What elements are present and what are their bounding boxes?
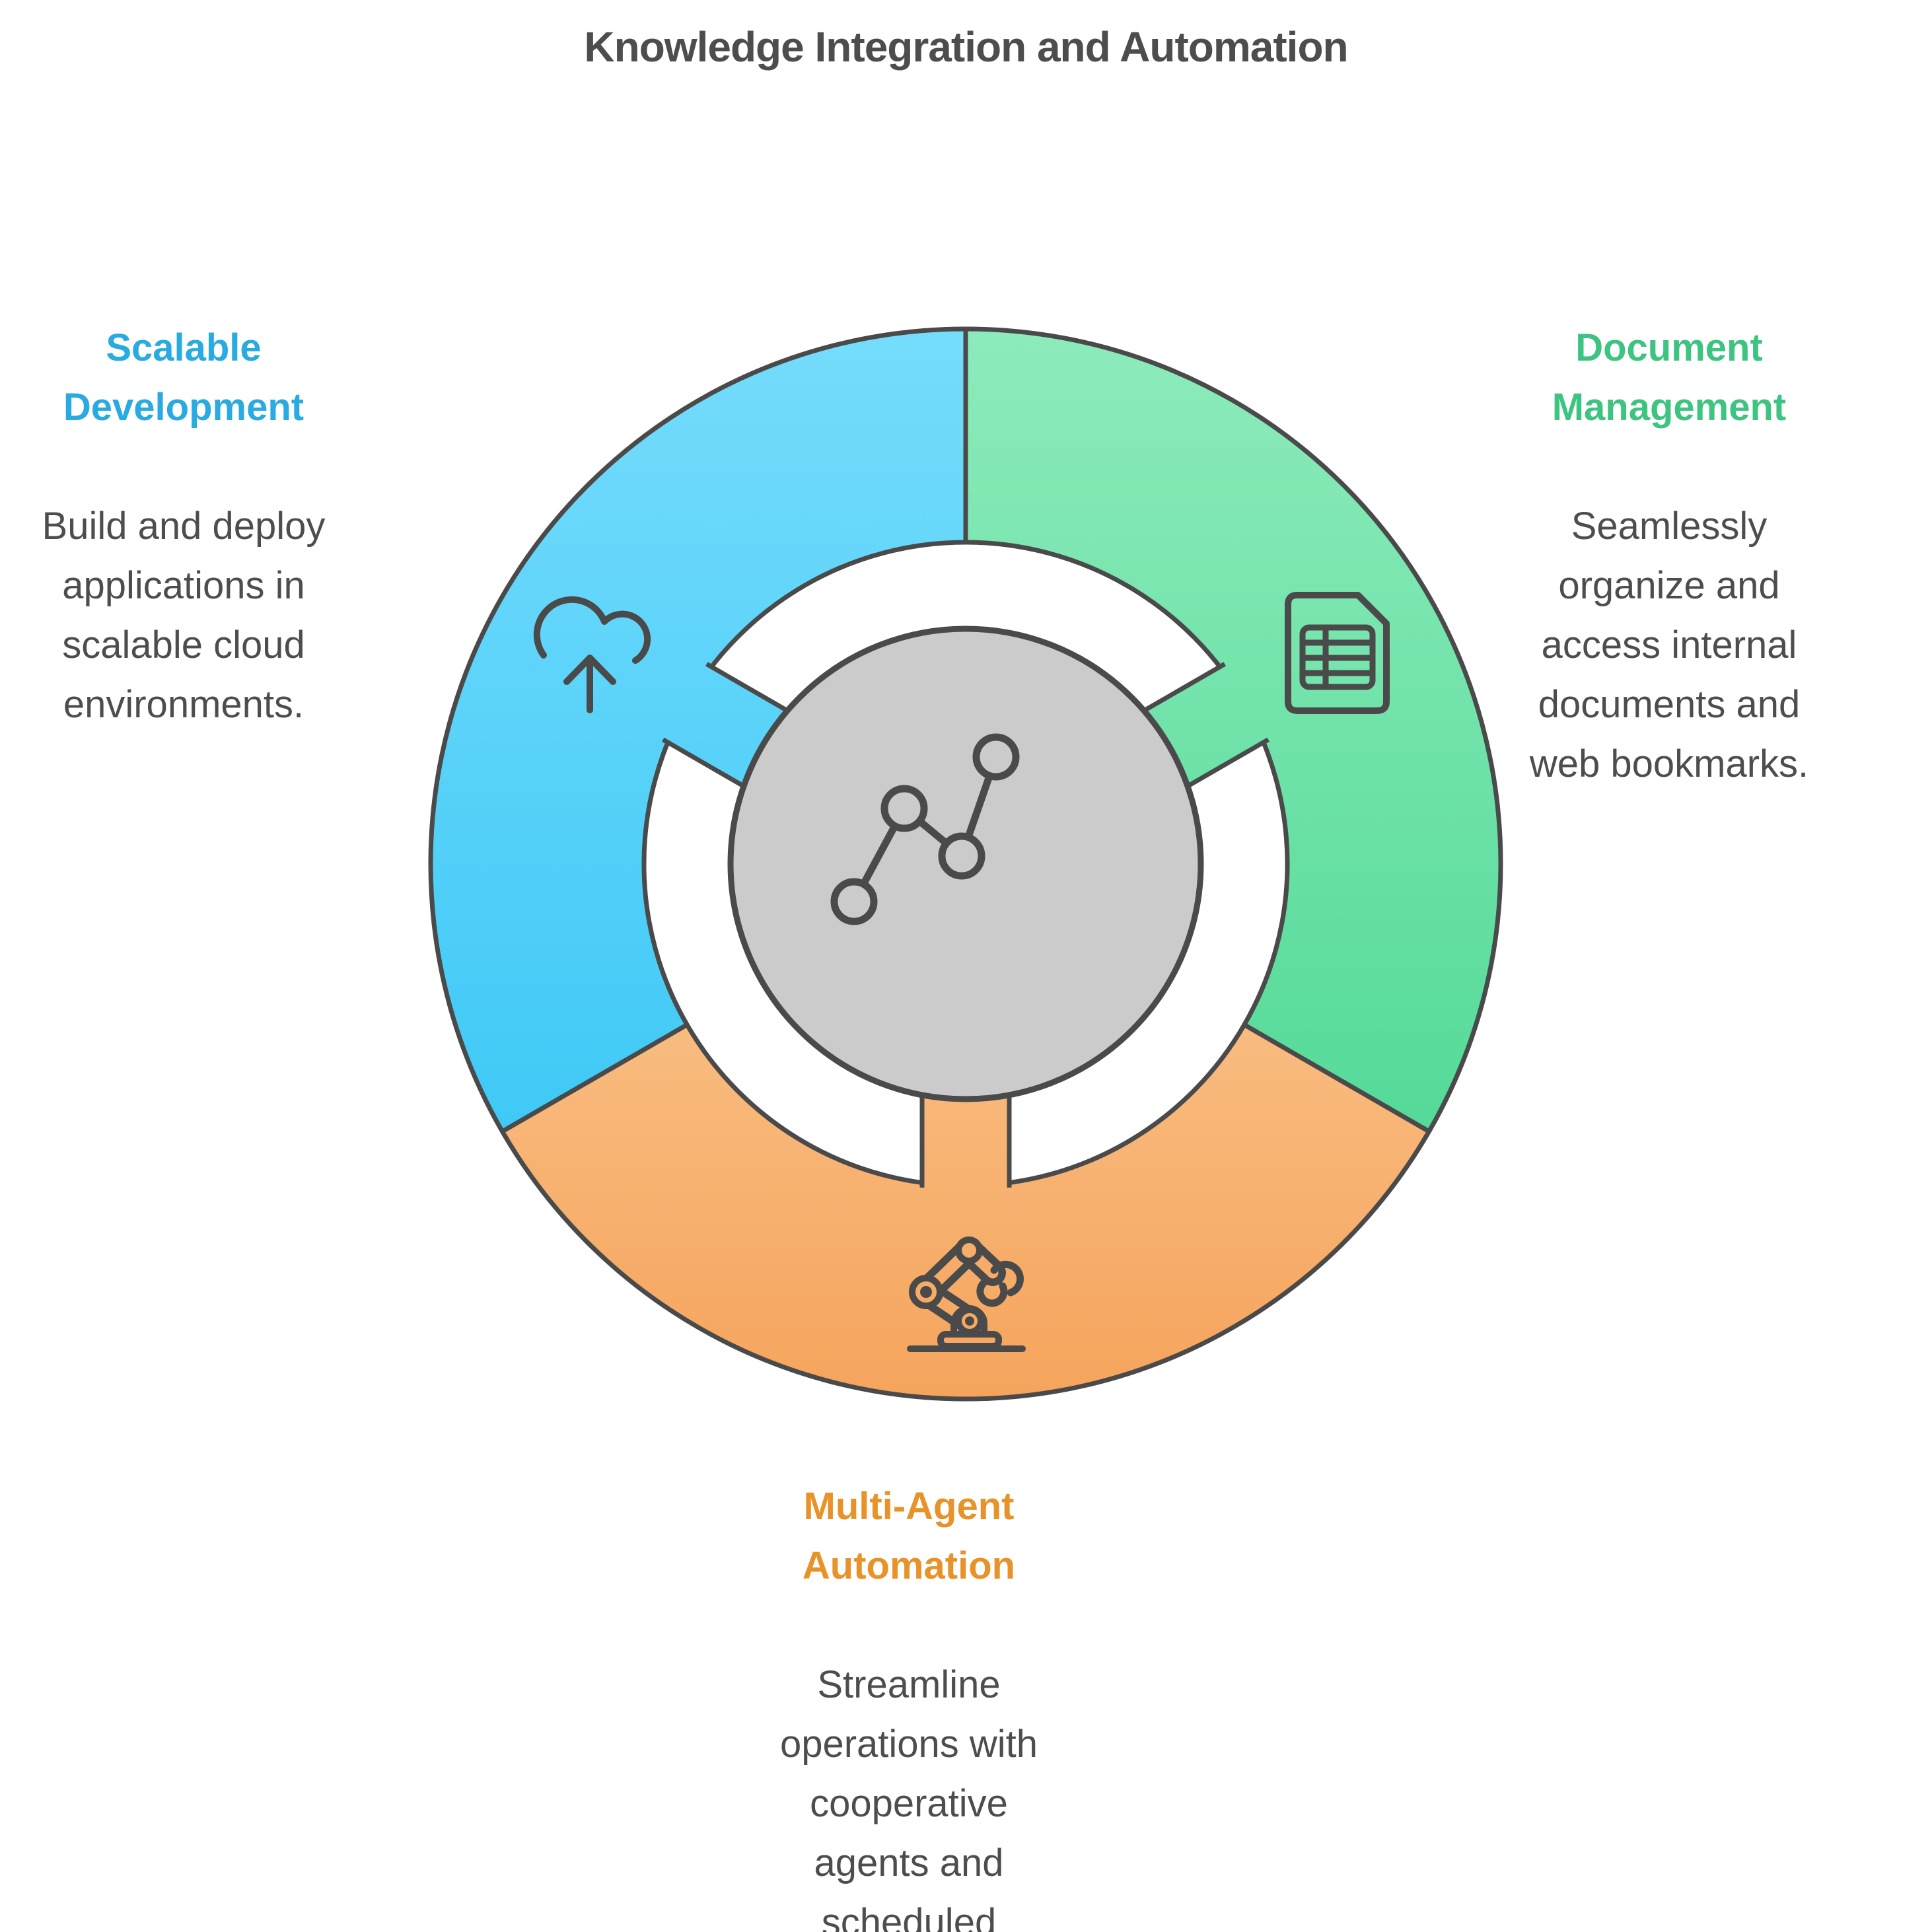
segment-description: Streamline operations with cooperative a… <box>779 1663 1038 1932</box>
segment-multi-agent-automation <box>500 1022 1431 1402</box>
cloud-upload-icon <box>533 596 651 713</box>
page-title: Knowledge Integration and Automation <box>584 23 1348 71</box>
connector-tab-orange <box>919 1083 1012 1192</box>
segment-heading: Document Management <box>1552 326 1787 429</box>
document-table-icon <box>1285 592 1390 714</box>
segment-document-management <box>963 326 1503 1134</box>
network-graph-icon <box>830 733 1020 925</box>
segment-heading: Multi-Agent Automation <box>802 1485 1016 1587</box>
segment-scalable-development <box>428 326 968 1134</box>
segment-description: Seamlessly organize and access internal … <box>1529 505 1809 785</box>
segment-heading: Scalable Development <box>63 326 304 429</box>
label-block-document-management: Document Management Seamlessly organize … <box>1485 259 1853 853</box>
label-block-scalable-development: Scalable Development Build and deploy ap… <box>5 259 362 794</box>
robot-arm-icon <box>907 1236 1026 1352</box>
segment-description: Build and deploy applications in scalabl… <box>42 505 326 726</box>
label-block-multi-agent-automation: Multi-Agent Automation Streamline operat… <box>724 1417 1094 1932</box>
